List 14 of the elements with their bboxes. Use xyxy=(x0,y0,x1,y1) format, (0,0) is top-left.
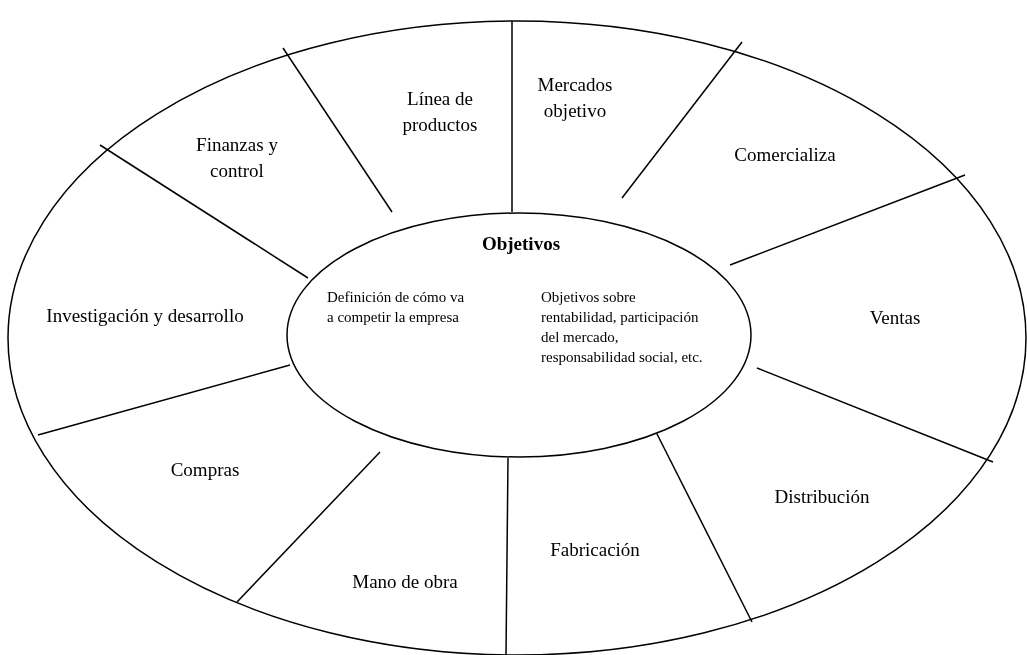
center-ellipse xyxy=(286,212,752,458)
center-text: Definición de cómo va a competir la empresa xyxy=(327,288,466,327)
wheel-segment-label: Fabricación xyxy=(530,537,660,563)
wheel-segment-label: Mano de obra xyxy=(335,569,475,595)
wheel-segment-label: Línea de productos xyxy=(385,86,495,138)
center-title: Objetivos xyxy=(480,234,562,254)
wheel-segment-label: Ventas xyxy=(845,305,945,331)
wheel-segment-label: Comercializa xyxy=(710,142,860,168)
wheel-segment-label: Mercados objetivo xyxy=(520,72,630,124)
wheel-segment-label: Compras xyxy=(145,457,265,483)
wheel-segment-label: Investigación y desarrollo xyxy=(45,303,245,329)
wheel-segment-label: Finanzas y control xyxy=(172,132,302,184)
center-text: Objetivos sobre rentabilidad, participación del mercado, responsabilidad social, etc. xyxy=(541,288,704,367)
wheel-segment-label: Distribución xyxy=(752,484,892,510)
